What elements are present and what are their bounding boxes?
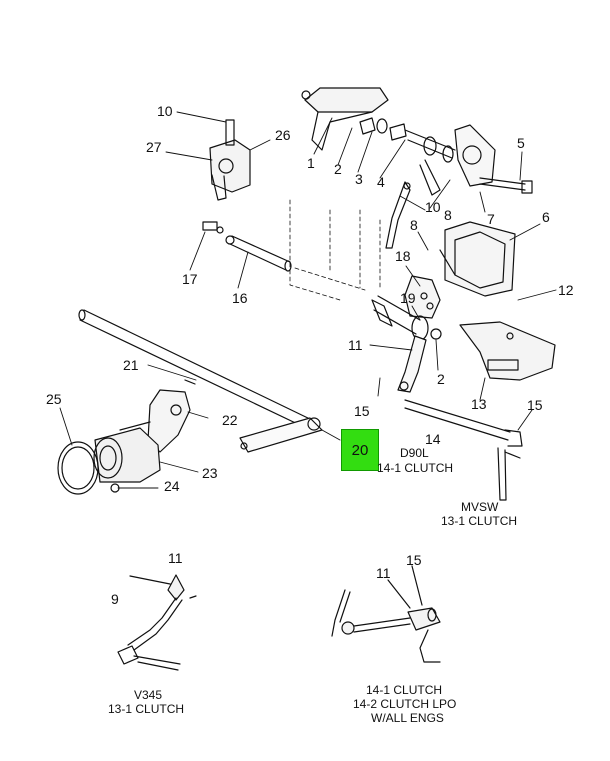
callout-15-mid: 15 [354, 403, 370, 419]
callout-3: 3 [355, 171, 363, 187]
reference-lines [290, 200, 380, 300]
callout-10-top: 10 [157, 103, 173, 119]
caption-lpo-line1: 14-1 CLUTCH [366, 683, 443, 697]
bearing-part-23 [94, 422, 160, 482]
callout-15-right: 15 [527, 397, 543, 413]
callout-15-lpo: 15 [406, 552, 422, 568]
callout-23: 23 [202, 465, 218, 481]
leader-lines [60, 112, 556, 488]
shaft-assembly [360, 118, 455, 162]
pin-part-16 [203, 222, 291, 271]
highlighted-part-20[interactable]: 20 [341, 429, 379, 471]
pad-part-6 [440, 222, 515, 296]
callout-22: 22 [222, 412, 238, 428]
callout-18: 18 [395, 248, 411, 264]
callout-10-mid: 10 [425, 199, 441, 215]
rod-part-14 [405, 400, 522, 500]
callout-21: 21 [123, 357, 139, 373]
callout-5: 5 [517, 135, 525, 151]
caption-d90l-clutch: 14-1 CLUTCH [377, 461, 454, 475]
callout-8-b: 8 [410, 217, 418, 233]
callout-6: 6 [542, 209, 550, 225]
caption-v345-model: V345 [134, 688, 163, 702]
callout-26: 26 [275, 127, 291, 143]
caption-mvsw-clutch: 13-1 CLUTCH [441, 514, 518, 528]
lpo-linkage-drawing [332, 566, 440, 662]
housing-part-27 [210, 120, 250, 200]
callout-12: 12 [558, 282, 574, 298]
callout-11-v345: 11 [168, 550, 183, 566]
callout-8-a: 8 [444, 207, 452, 223]
callout-11-lpo: 11 [376, 565, 391, 581]
callout-25: 25 [46, 391, 62, 407]
callout-11-mid: 11 [348, 337, 363, 353]
rod-part-20 [79, 310, 322, 452]
callout-24: 24 [164, 478, 180, 494]
callout-1: 1 [307, 155, 315, 171]
v345-linkage-drawing [118, 575, 196, 670]
callout-4: 4 [377, 174, 385, 190]
callout-2-mid: 2 [437, 371, 445, 387]
caption-lpo-line2: 14-2 CLUTCH LPO [353, 697, 457, 711]
bracket-part-1 [302, 88, 388, 150]
bracket-part-13 [460, 322, 555, 380]
caption-d90l-model: D90L [400, 446, 429, 460]
ring-part-25 [58, 442, 98, 494]
bracket-part-18 [372, 276, 441, 340]
pin-part-21 [185, 380, 195, 384]
callout-19: 19 [400, 290, 416, 306]
callout-17: 17 [182, 271, 198, 287]
callout-16: 16 [232, 290, 248, 306]
callout-27: 27 [146, 139, 162, 155]
caption-lpo-line3: W/ALL ENGS [371, 711, 444, 725]
callout-7: 7 [487, 211, 495, 227]
lever-part-11 [398, 336, 426, 392]
caption-mvsw-model: MVSW [461, 500, 499, 514]
caption-v345-clutch: 13-1 CLUTCH [108, 702, 185, 716]
highlighted-part-label: 20 [351, 442, 369, 459]
callout-13: 13 [471, 396, 487, 412]
callout-2-top: 2 [334, 161, 342, 177]
callout-9: 9 [111, 591, 119, 607]
bracket-part-7 [420, 125, 532, 195]
lever-part-10 [386, 182, 410, 248]
callout-14: 14 [425, 431, 441, 447]
